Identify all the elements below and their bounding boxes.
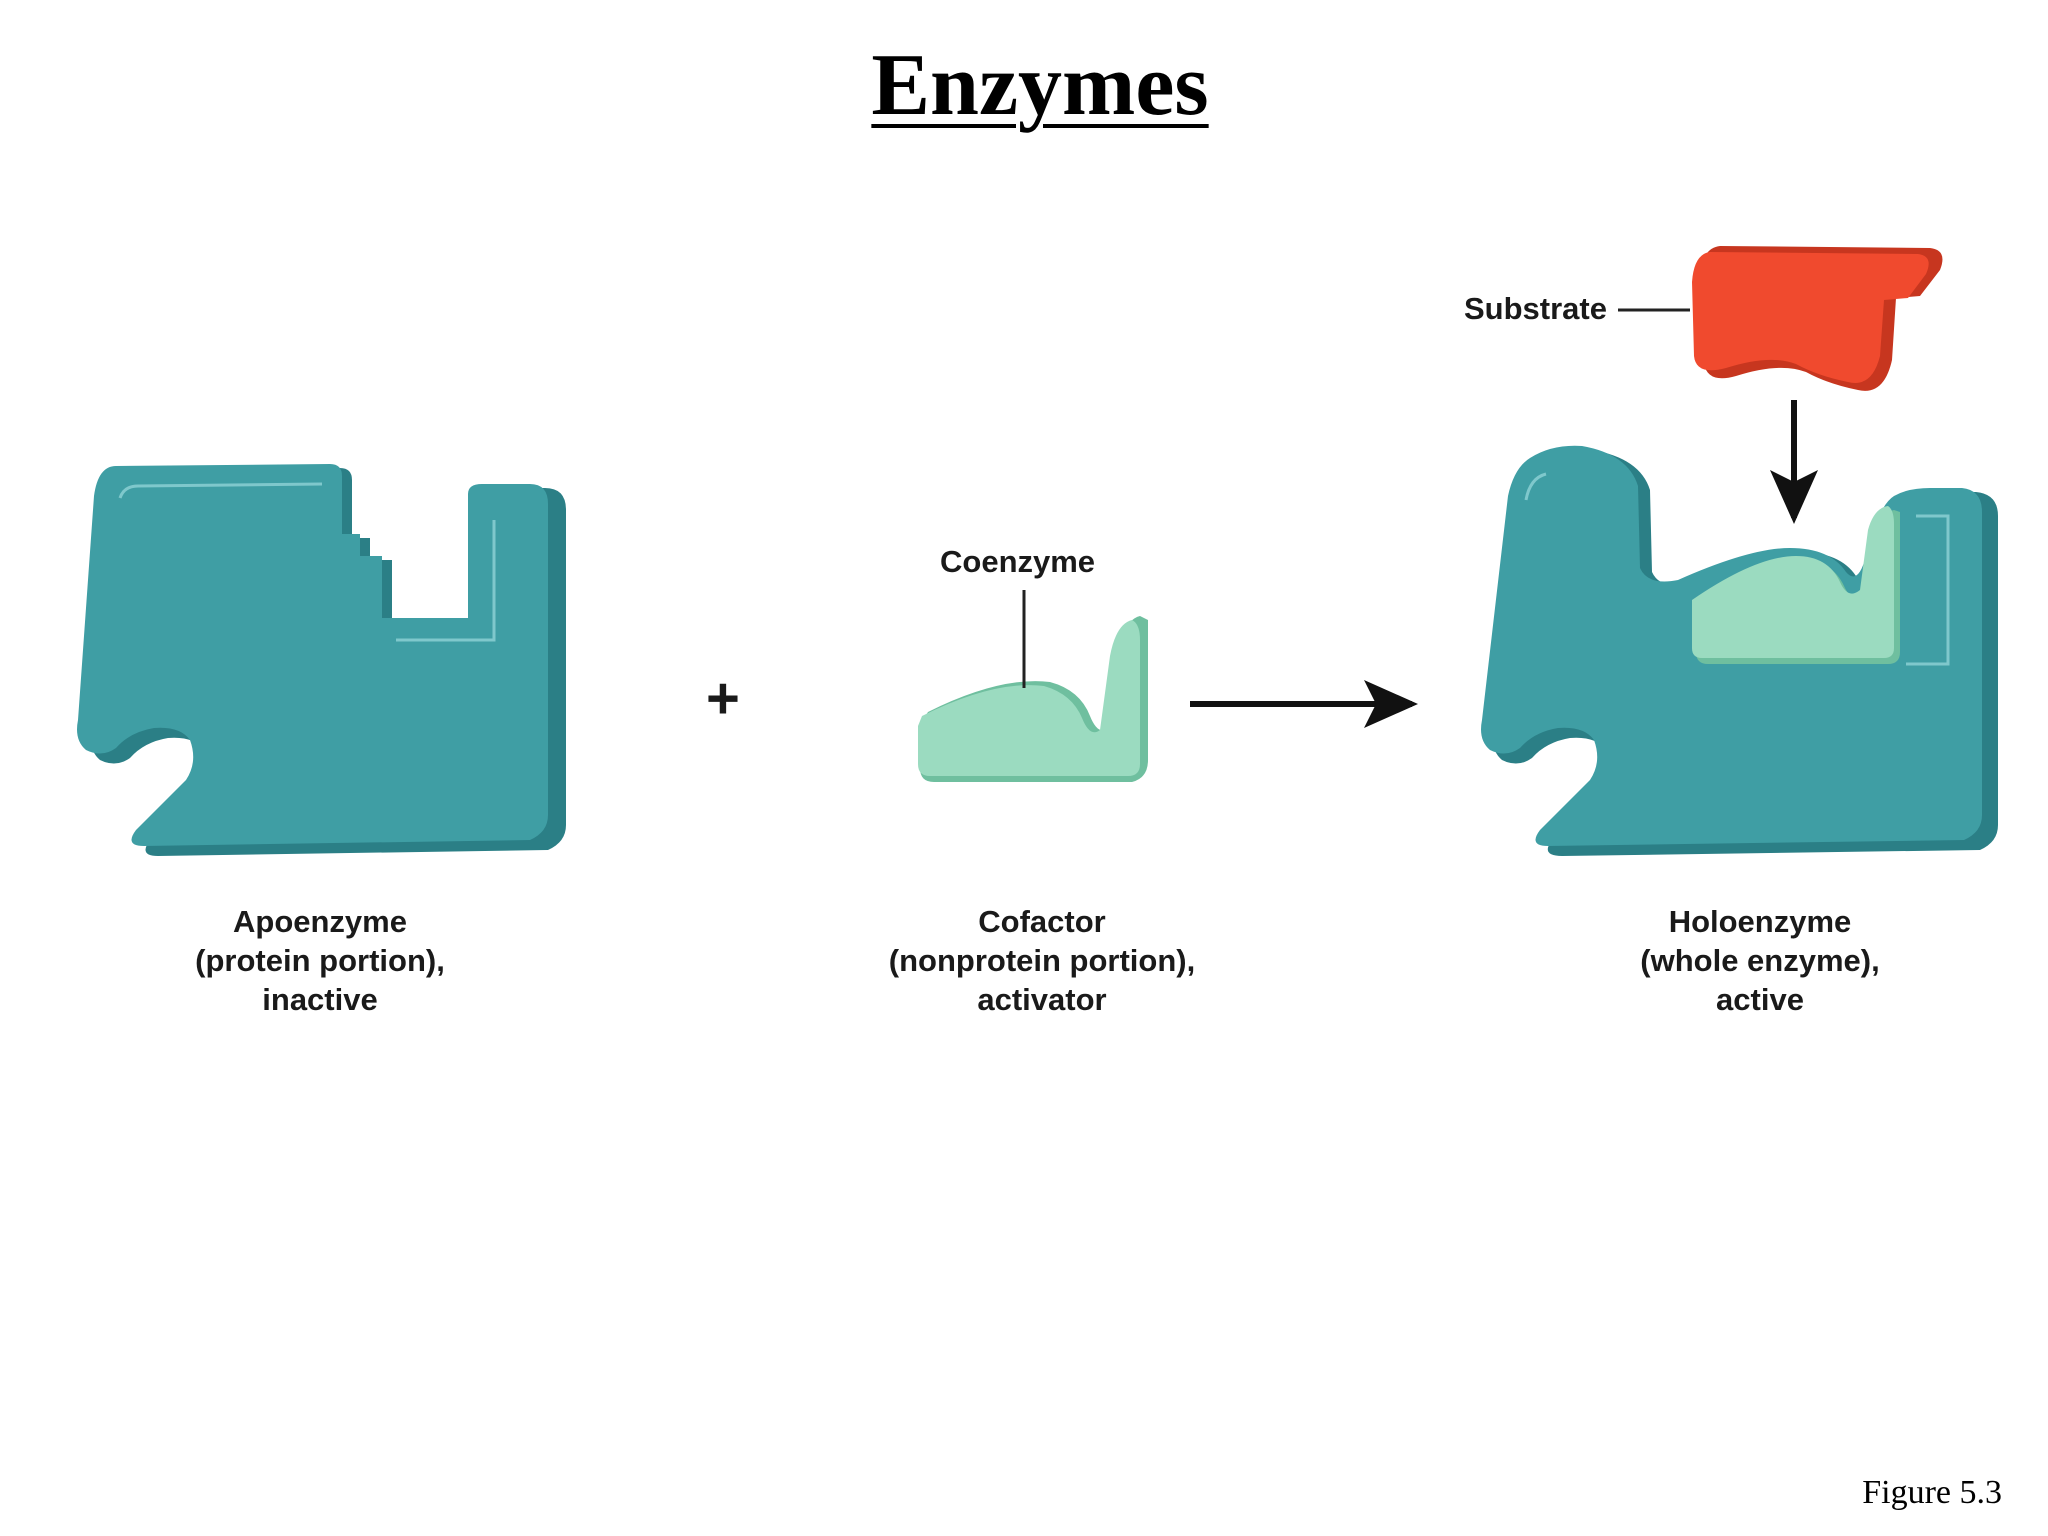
apoenzyme-description: (protein portion), (195, 943, 445, 978)
cofactor-caption: Cofactor (nonprotein portion), activator (782, 902, 1302, 1019)
slide-title: Enzymes (871, 37, 1209, 134)
cofactor-name: Cofactor (978, 904, 1106, 939)
holoenzyme-description: (whole enzyme), (1640, 943, 1880, 978)
cofactor-role: activator (977, 982, 1107, 1017)
coenzyme-label: Coenzyme (940, 544, 1096, 579)
holoenzyme-shape (1481, 445, 1998, 856)
holoenzyme-state: active (1716, 982, 1804, 1017)
cofactor-description: (nonprotein portion), (888, 943, 1196, 978)
holoenzyme-name: Holoenzyme (1668, 904, 1852, 939)
substrate-shape (1618, 246, 1943, 391)
figure-label: Figure 5.3 (1862, 1474, 2002, 1511)
substrate-label: Substrate (1464, 291, 1607, 326)
coenzyme-shape (918, 590, 1148, 782)
apoenzyme-shape (77, 464, 566, 856)
plus-operator: + (706, 666, 740, 731)
holoenzyme-caption: Holoenzyme (whole enzyme), active (1500, 902, 2020, 1019)
apoenzyme-caption: Apoenzyme (protein portion), inactive (60, 902, 580, 1019)
apoenzyme-state: inactive (262, 982, 378, 1017)
apoenzyme-name: Apoenzyme (233, 904, 407, 939)
